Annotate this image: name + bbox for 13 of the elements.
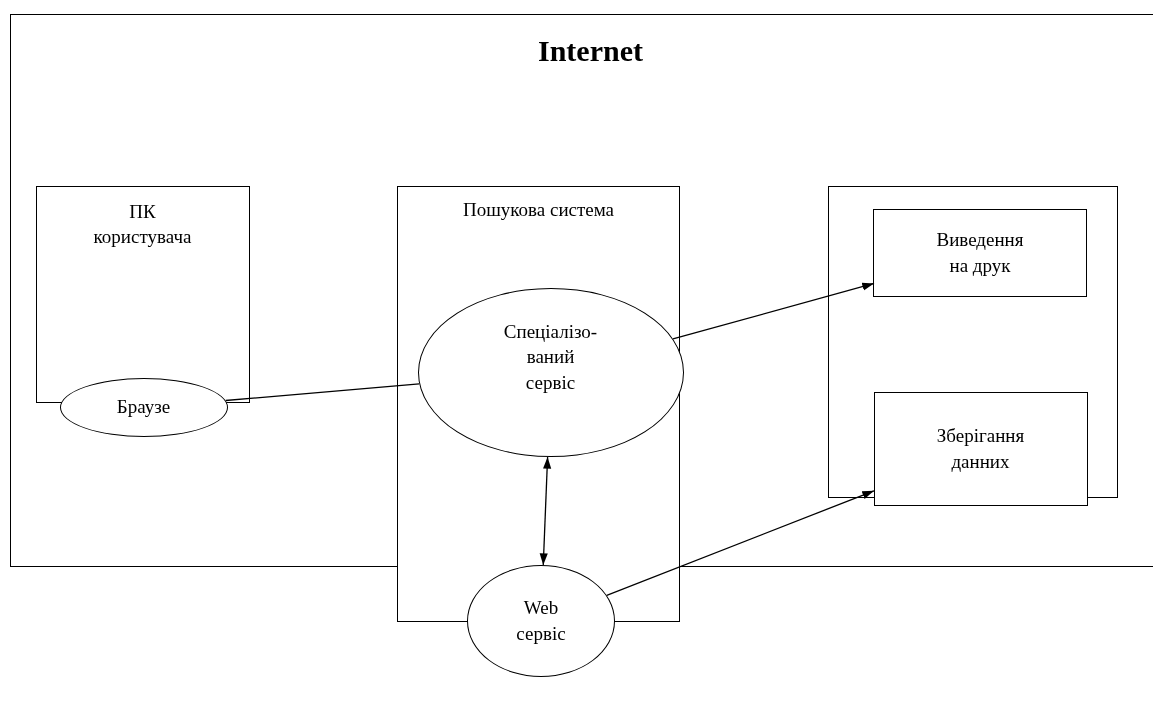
region-title: Internet [538, 33, 643, 69]
node-label: Web сервіс [516, 596, 566, 646]
node-label: ПК користувача [92, 199, 193, 250]
node-label: Зберігання данних [935, 423, 1026, 474]
connector-arrow [539, 456, 552, 566]
node-label: Виведення на друк [935, 228, 1025, 278]
rectangle-box [873, 209, 1087, 297]
rectangle-box [873, 391, 1088, 506]
connector-arrow [672, 282, 875, 340]
node-label: Браузе [116, 395, 171, 420]
node-label: Спеціалізо-ваний сервіс [502, 319, 599, 395]
connector-arrow [606, 490, 875, 596]
node-label: Пошукова система [462, 198, 615, 222]
